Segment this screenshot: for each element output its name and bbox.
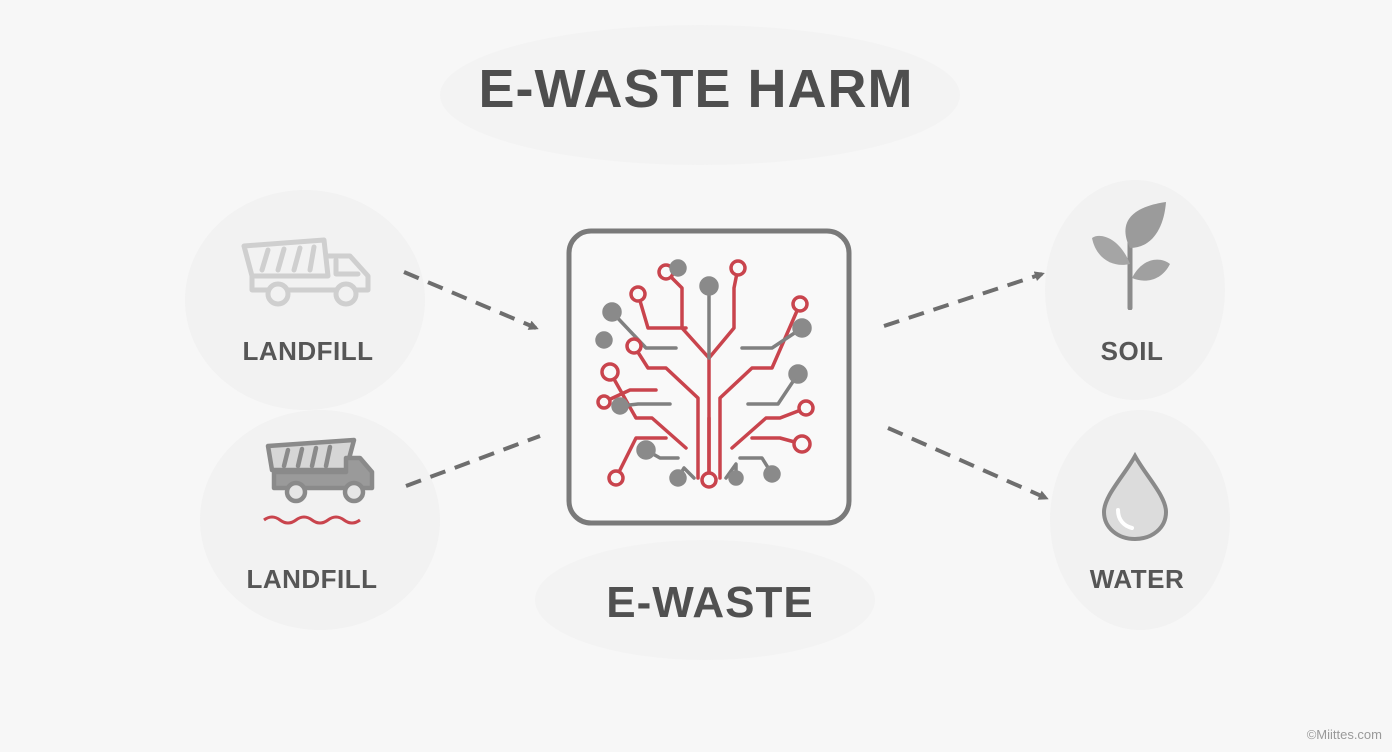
ewaste-circuit-board <box>566 228 852 531</box>
watermark: ©Miittes.com <box>1306 727 1382 742</box>
arrow-ewaste-to-soil <box>883 271 1045 328</box>
diagram-title: E-WASTE HARM <box>478 59 914 119</box>
ewaste-label: E-WASTE <box>606 578 814 627</box>
dump-truck-icon <box>241 237 371 307</box>
impact-label-soil: SOIL <box>1100 336 1164 366</box>
plant-sprout-icon <box>1092 202 1170 311</box>
impact-water <box>1100 451 1170 547</box>
source-landfill-1 <box>238 232 378 317</box>
source-landfill-2 <box>262 436 382 533</box>
circuit-board-icon <box>566 228 852 526</box>
water-drop-icon <box>1101 451 1169 542</box>
arrow-ewaste-to-water <box>887 426 1049 500</box>
impact-soil <box>1090 198 1174 315</box>
source-label-1: LANDFILL <box>242 336 374 366</box>
arrow-landfill1-to-ewaste <box>403 270 539 330</box>
source-label-2: LANDFILL <box>246 564 378 594</box>
arrow-landfill2-to-ewaste <box>405 434 541 488</box>
impact-label-water: WATER <box>1089 564 1185 594</box>
dump-truck-wavy-icon <box>263 437 375 525</box>
